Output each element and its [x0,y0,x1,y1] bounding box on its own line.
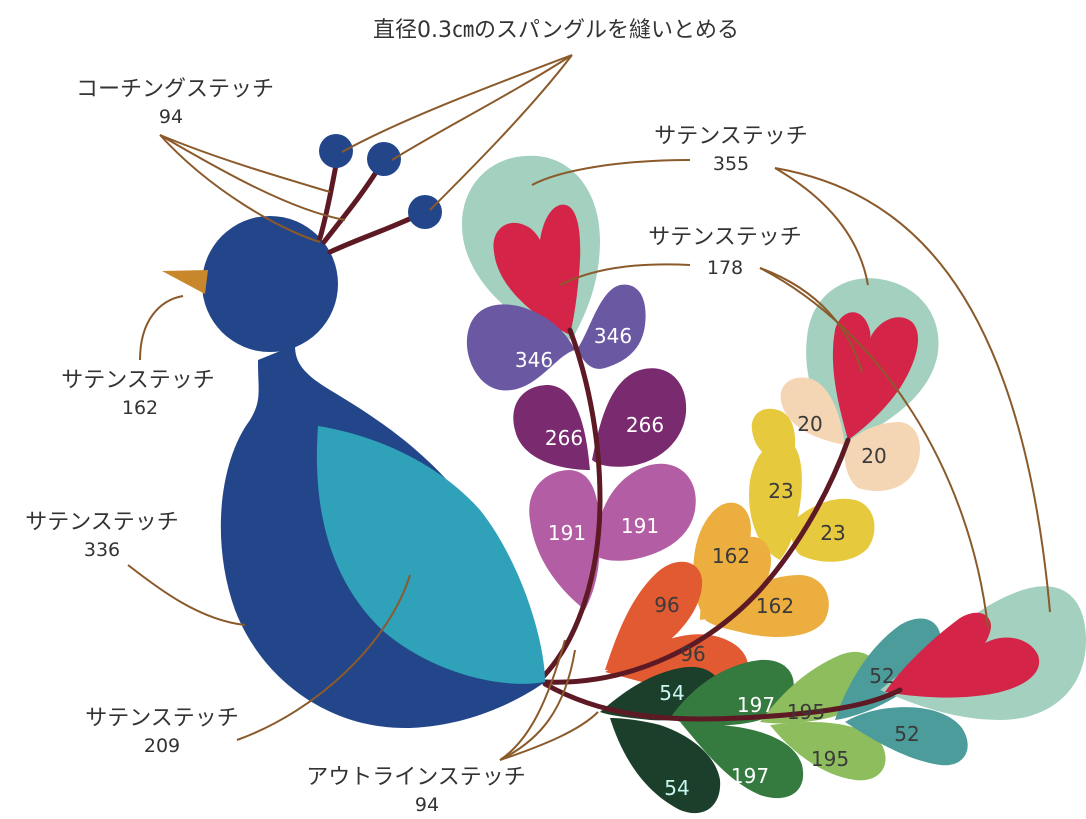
petal-lavender-right [578,284,646,369]
petal-teal-top [835,618,941,720]
leader-beak [139,295,184,361]
body-label: サテンステッチ [25,510,179,535]
num-23-left: 23 [768,479,793,503]
petal-green-top [670,659,794,726]
leader-spangle-1 [341,54,573,153]
num-346-left: 346 [515,348,553,372]
num-191-left: 191 [548,521,586,545]
leader-outline-2 [499,649,576,761]
num-23-right: 23 [820,521,845,545]
petal-plum-right [592,368,687,467]
petal-orchid-right [595,463,696,561]
leader-light-1 [531,159,691,186]
leader-spangle-2 [391,54,573,161]
num-197-bottom: 197 [731,764,769,788]
petal-darkgreen-bottom [610,718,721,814]
spangle-1 [319,134,353,168]
num-162-right: 162 [756,594,794,618]
num-20-right: 20 [861,444,886,468]
stem-right [542,437,851,685]
petal-lavender-left [466,304,575,391]
crest-stem-2 [321,163,383,245]
heart-label: サテンステッチ [648,225,802,250]
heart-bottom [885,612,1040,698]
leader-heart-1 [559,263,691,286]
petal-yellow-mid [749,440,802,560]
leader-outline-1 [499,639,566,761]
spangle-2 [367,142,401,176]
wing-thread: 209 [144,735,180,757]
leader-light-2 [774,167,869,286]
peacock-wing [316,426,545,684]
peacock-beak [162,270,208,294]
leader-couching-2 [159,134,346,221]
leader-couching-1 [159,134,331,193]
petal-teal-bottom [845,707,968,766]
beak-label: サテンステッチ [61,368,215,393]
couching-thread: 94 [159,106,183,128]
num-54-top: 54 [659,681,684,705]
num-54-bottom: 54 [664,776,689,800]
heart-left [493,204,581,335]
petal-plum-left [513,385,590,470]
bottom-branch [542,586,1086,814]
leader-body [127,564,246,626]
num-162-left: 162 [712,544,750,568]
leader-couching-3 [159,134,321,243]
stem-bottom [542,681,903,722]
leaf-light-thread: 355 [713,153,749,175]
wing-label: サテンステッチ [85,706,239,731]
petal-lightgreen-bottom [770,722,886,781]
num-191-right: 191 [621,514,659,538]
leader-spangle-3 [429,54,573,211]
petal-orange-right [705,575,829,637]
num-266-right: 266 [626,413,664,437]
num-96-top: 96 [654,593,679,617]
num-346-right: 346 [594,324,632,348]
couching-label: コーチングステッチ [76,77,274,102]
num-195-top: 195 [787,700,825,724]
heart-thread: 178 [707,257,743,279]
leader-outline-3 [499,711,599,761]
num-266-left: 266 [545,426,583,450]
peacock [162,134,546,729]
num-52-top: 52 [869,664,894,688]
leaf-light-label: サテンステッチ [654,124,808,149]
beak-thread: 162 [122,397,158,419]
leader-lines [127,54,1051,761]
outline-label: アウトラインステッチ [306,765,526,790]
heart-right [832,312,919,440]
leader-wing [236,574,411,741]
petal-peach-right [844,422,920,491]
num-195-bottom: 195 [811,747,849,771]
body-thread: 336 [84,539,120,561]
leader-light-3 [774,167,1051,613]
petal-redorange-top [605,561,703,670]
num-52-bottom: 52 [894,722,919,746]
leader-heart-3 [759,267,989,629]
leader-heart-2 [759,267,863,373]
stem-left [537,327,603,683]
num-20-left: 20 [797,412,822,436]
left-branch [462,155,696,683]
outline-thread: 94 [415,794,439,816]
petal-orange-mid [700,536,771,620]
num-96-bottom: 96 [680,642,705,666]
petal-peach-left [780,377,845,445]
spangle-3 [408,195,442,229]
petal-green-bottom [680,722,804,799]
petal-orchid-left [529,470,600,610]
peacock-head [202,216,338,352]
labels: 直径0.3㎝のスパングルを縫いとめる コーチングステッチ 94 サテンステッチ … [25,18,808,816]
num-197-top: 197 [737,693,775,717]
petal-numbers: 346 346 266 266 191 191 20 20 23 23 162 … [515,324,920,800]
spangle-caption: 直径0.3㎝のスパングルを縫いとめる [373,18,739,43]
